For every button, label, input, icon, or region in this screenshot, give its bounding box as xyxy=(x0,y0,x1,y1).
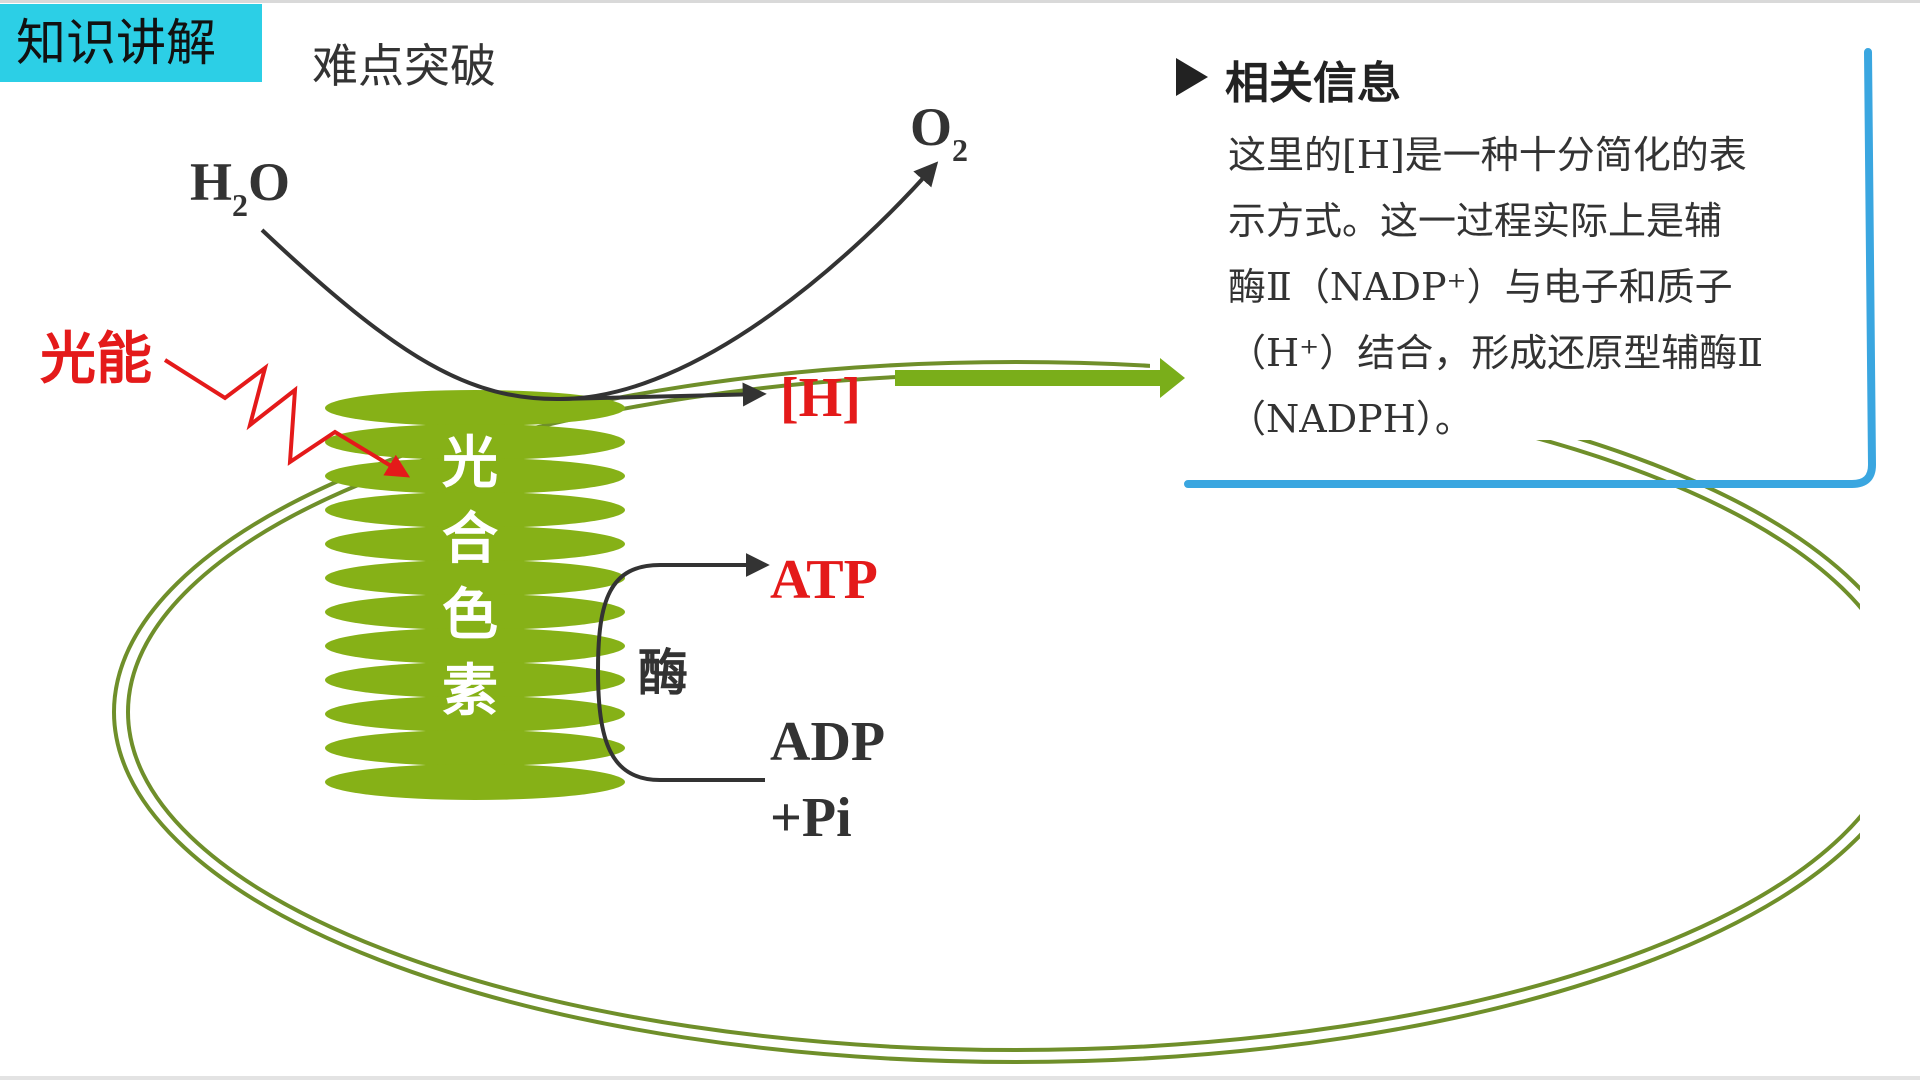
info-box: 相关信息 这里的[H]是一种十分简化的表 示方式。这一过程实际上是辅 酶Ⅱ（NA… xyxy=(1176,48,1877,488)
top-rule xyxy=(0,0,1920,3)
bottom-rule xyxy=(0,1076,1920,1080)
info-line-2: 示方式。这一过程实际上是辅 xyxy=(1228,199,1722,243)
enzyme-label: 酶 xyxy=(638,644,688,702)
hydrogen-arrow xyxy=(559,382,767,407)
water-split-arrow xyxy=(260,161,939,402)
light-energy-arrow xyxy=(163,358,411,478)
play-triangle-icon xyxy=(1176,58,1208,96)
info-line-5: （NADPH）。 xyxy=(1228,397,1473,441)
water-label: H2O xyxy=(190,152,290,223)
oxygen-label: O2 xyxy=(910,97,968,168)
svg-text:素: 素 xyxy=(442,659,498,724)
svg-text:合: 合 xyxy=(442,507,498,572)
pigment-label: 光 合 色 素 xyxy=(442,431,498,724)
info-line-3: 酶Ⅱ（NADP⁺）与电子和质子 xyxy=(1228,265,1733,309)
svg-text:光: 光 xyxy=(442,431,498,496)
atp-label: ATP xyxy=(770,549,878,611)
info-pointer-arrow xyxy=(895,358,1185,398)
light-energy-label: 光能 xyxy=(40,327,152,392)
thylakoid-stack xyxy=(325,390,625,800)
section-subtitle: 难点突破 xyxy=(312,39,496,93)
svg-text:色: 色 xyxy=(442,583,498,648)
info-line-1: 这里的[H]是一种十分简化的表 xyxy=(1228,133,1747,177)
adp-label: ADP xyxy=(770,711,885,773)
section-tag: 知识讲解 xyxy=(0,4,262,82)
hydrogen-label: [H] xyxy=(780,367,861,429)
pi-label: +Pi xyxy=(770,787,852,849)
info-line-4: （H⁺）结合，形成还原型辅酶Ⅱ xyxy=(1228,331,1763,375)
atp-synthesis-arrow xyxy=(595,553,770,782)
info-title: 相关信息 xyxy=(1225,58,1401,109)
